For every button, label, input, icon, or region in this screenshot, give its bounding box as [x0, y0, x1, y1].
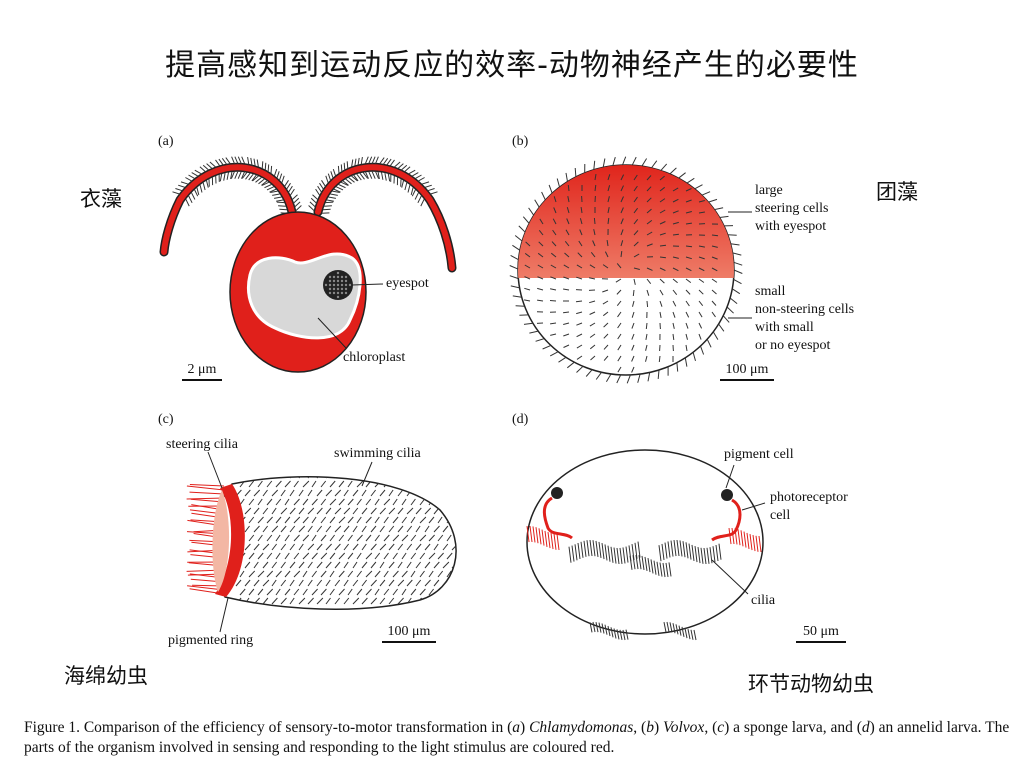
caption-text-2: ) [520, 719, 529, 736]
caption-text-3: , ( [633, 719, 646, 736]
label-small-line2: non-steering cells [755, 301, 854, 319]
sponge-larva-drawing [187, 452, 467, 632]
caption-ref-b: b [646, 719, 654, 736]
label-photoreceptor-cell: photoreceptor cell [770, 489, 848, 525]
label-pigmented-ring: pigmented ring [168, 632, 253, 650]
caption-species-volvox: Volvox [663, 719, 704, 736]
caption-ref-d: d [862, 719, 870, 736]
scale-line-d [796, 641, 846, 643]
scale-label-c: 100 μm [382, 624, 436, 640]
caption-text-4: ) [654, 719, 663, 736]
label-swimming-cilia: swimming cilia [334, 445, 421, 463]
scale-label-a: 2 μm [182, 362, 222, 378]
label-eyespot: eyespot [386, 275, 429, 293]
label-photoreceptor-line1: photoreceptor [770, 489, 848, 507]
scale-bar-a: 2 μm [182, 362, 222, 381]
label-pigment-cell: pigment cell [724, 446, 794, 464]
scale-bar-c: 100 μm [382, 624, 436, 643]
label-small-line4: or no eyespot [755, 337, 854, 355]
label-large-line1: large [755, 182, 828, 200]
label-small-line3: with small [755, 319, 854, 337]
scale-line-c [382, 641, 436, 643]
scale-bar-b: 100 μm [720, 362, 774, 381]
label-steering-cilia: steering cilia [166, 436, 238, 454]
caption-species-chlamydomonas: Chlamydomonas [529, 719, 633, 736]
caption-text-5: , ( [704, 719, 717, 736]
label-small-cells: small non-steering cells with small or n… [755, 283, 854, 355]
caption-text-6: ) a sponge larva, and ( [724, 719, 862, 736]
figure-caption: Figure 1. Comparison of the efficiency o… [24, 718, 1014, 758]
label-small-line1: small [755, 283, 854, 301]
label-large-cells: large steering cells with eyespot [755, 182, 828, 236]
scale-line-b [720, 379, 774, 381]
annelid-larva-drawing [527, 450, 765, 640]
scale-label-d: 50 μm [796, 624, 846, 640]
scale-bar-d: 50 μm [796, 624, 846, 643]
volvox-drawing [510, 157, 752, 384]
label-large-line2: steering cells [755, 200, 828, 218]
label-chloroplast: chloroplast [343, 349, 405, 367]
label-photoreceptor-line2: cell [770, 507, 848, 525]
chlamydomonas-drawing [164, 157, 452, 372]
caption-ref-a: a [512, 719, 520, 736]
scale-line-a [182, 379, 222, 381]
caption-text-1: Figure 1. Comparison of the efficiency o… [24, 719, 512, 736]
scale-label-b: 100 μm [720, 362, 774, 378]
label-cilia: cilia [751, 592, 775, 610]
label-large-line3: with eyespot [755, 218, 828, 236]
